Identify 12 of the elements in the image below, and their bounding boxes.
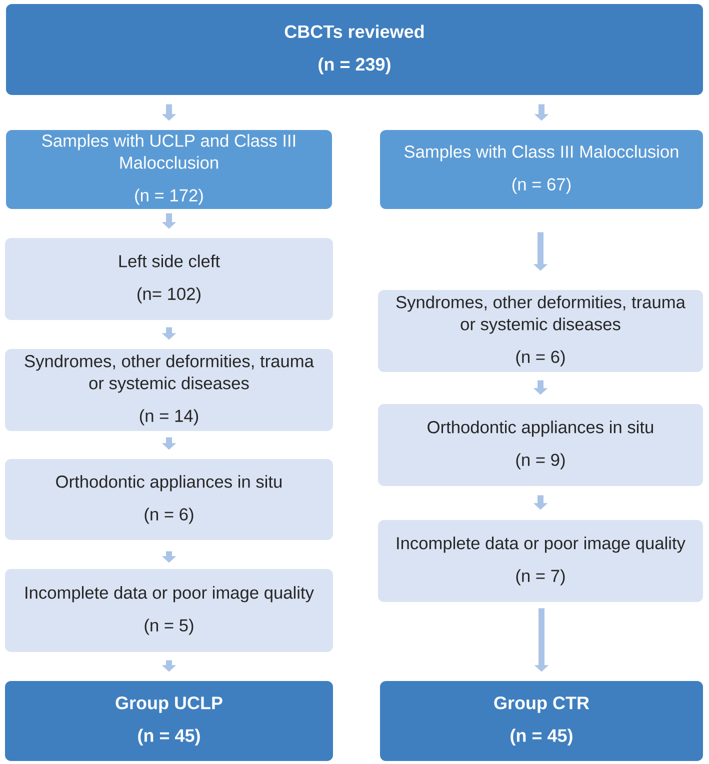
process-box: Syndromes, other deformities, trauma or systemic diseases (n = 6) <box>378 290 703 372</box>
process-box: Samples with Class III Malocclusion (n = 67) <box>380 130 703 209</box>
process-box: CBCTs reviewed (n = 239) <box>6 4 703 95</box>
process-box: Samples with UCLP and Class III Malocclusion (n = 172) <box>6 130 332 209</box>
process-box: Group CTR (n = 45) <box>380 681 703 761</box>
process-box: Syndromes, other deformities, trauma or systemic diseases (n = 14) <box>5 349 333 431</box>
process-box: Incomplete data or poor image quality (n = 5) <box>5 569 333 652</box>
process-box: Orthodontic appliances in situ (n = 6) <box>5 459 333 540</box>
process-box: Left side cleft (n= 102) <box>5 238 333 320</box>
process-box: Orthodontic appliances in situ (n = 9) <box>378 404 703 486</box>
process-box: Group UCLP (n = 45) <box>5 681 333 761</box>
process-box: Incomplete data or poor image quality (n = 7) <box>378 520 703 602</box>
